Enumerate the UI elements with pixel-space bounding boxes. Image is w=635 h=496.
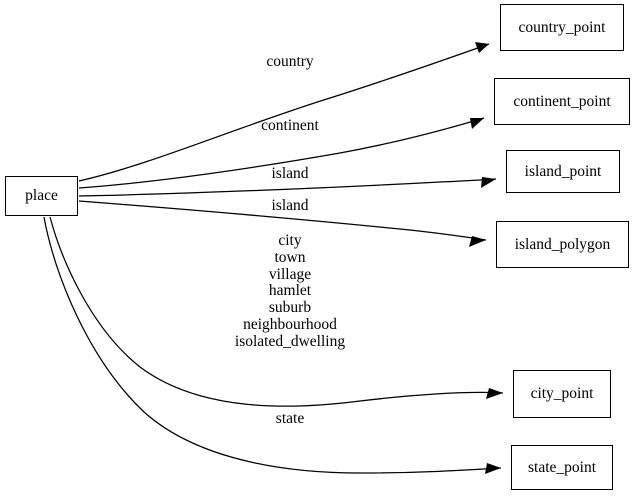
edge-place-country_point-arrowhead-icon [475,42,489,53]
edge-place-city_point-arrowhead-icon [486,388,503,399]
edge-place-continent_point [78,117,485,189]
node-island_point-label: island_point [524,162,602,180]
edge-place-country_point-label: country [266,53,314,70]
edge-place-city_point-label: city town village hamlet suburb neighbou… [234,232,346,350]
node-island_polygon[interactable]: island_polygon [496,221,629,268]
node-country_point-label: country_point [518,18,606,36]
node-country_point[interactable]: country_point [500,4,624,51]
edge-place-island_polygon [78,200,487,241]
node-state_point[interactable]: state_point [511,445,613,490]
node-island_point[interactable]: island_point [506,150,620,193]
node-continent_point-label: continent_point [513,92,611,110]
node-city_point[interactable]: city_point [513,370,611,418]
edge-place-country_point [78,43,490,182]
edge-place-state_point-label: state [275,410,305,427]
node-state_point-label: state_point [527,458,597,476]
node-place[interactable]: place [5,176,78,216]
node-continent_point[interactable]: continent_point [494,78,630,125]
edge-place-state_point [43,216,502,474]
edge-place-island_polygon-label: island [271,197,309,214]
node-city_point-label: city_point [530,385,594,403]
edge-place-island_point [78,178,497,197]
node-island_polygon-label: island_polygon [514,235,611,253]
edge-place-island_point-label: island [271,165,309,182]
edge-place-continent_point-arrowhead-icon [470,118,484,129]
edge-place-island_polygon-arrowhead-icon [469,236,486,247]
edge-place-city_point [49,216,504,407]
edge-place-island_point-arrowhead-icon [481,177,496,188]
edge-place-continent_point-label: continent [261,117,319,134]
node-place-label: place [25,187,58,205]
edge-place-state_point-arrowhead-icon [485,463,501,474]
